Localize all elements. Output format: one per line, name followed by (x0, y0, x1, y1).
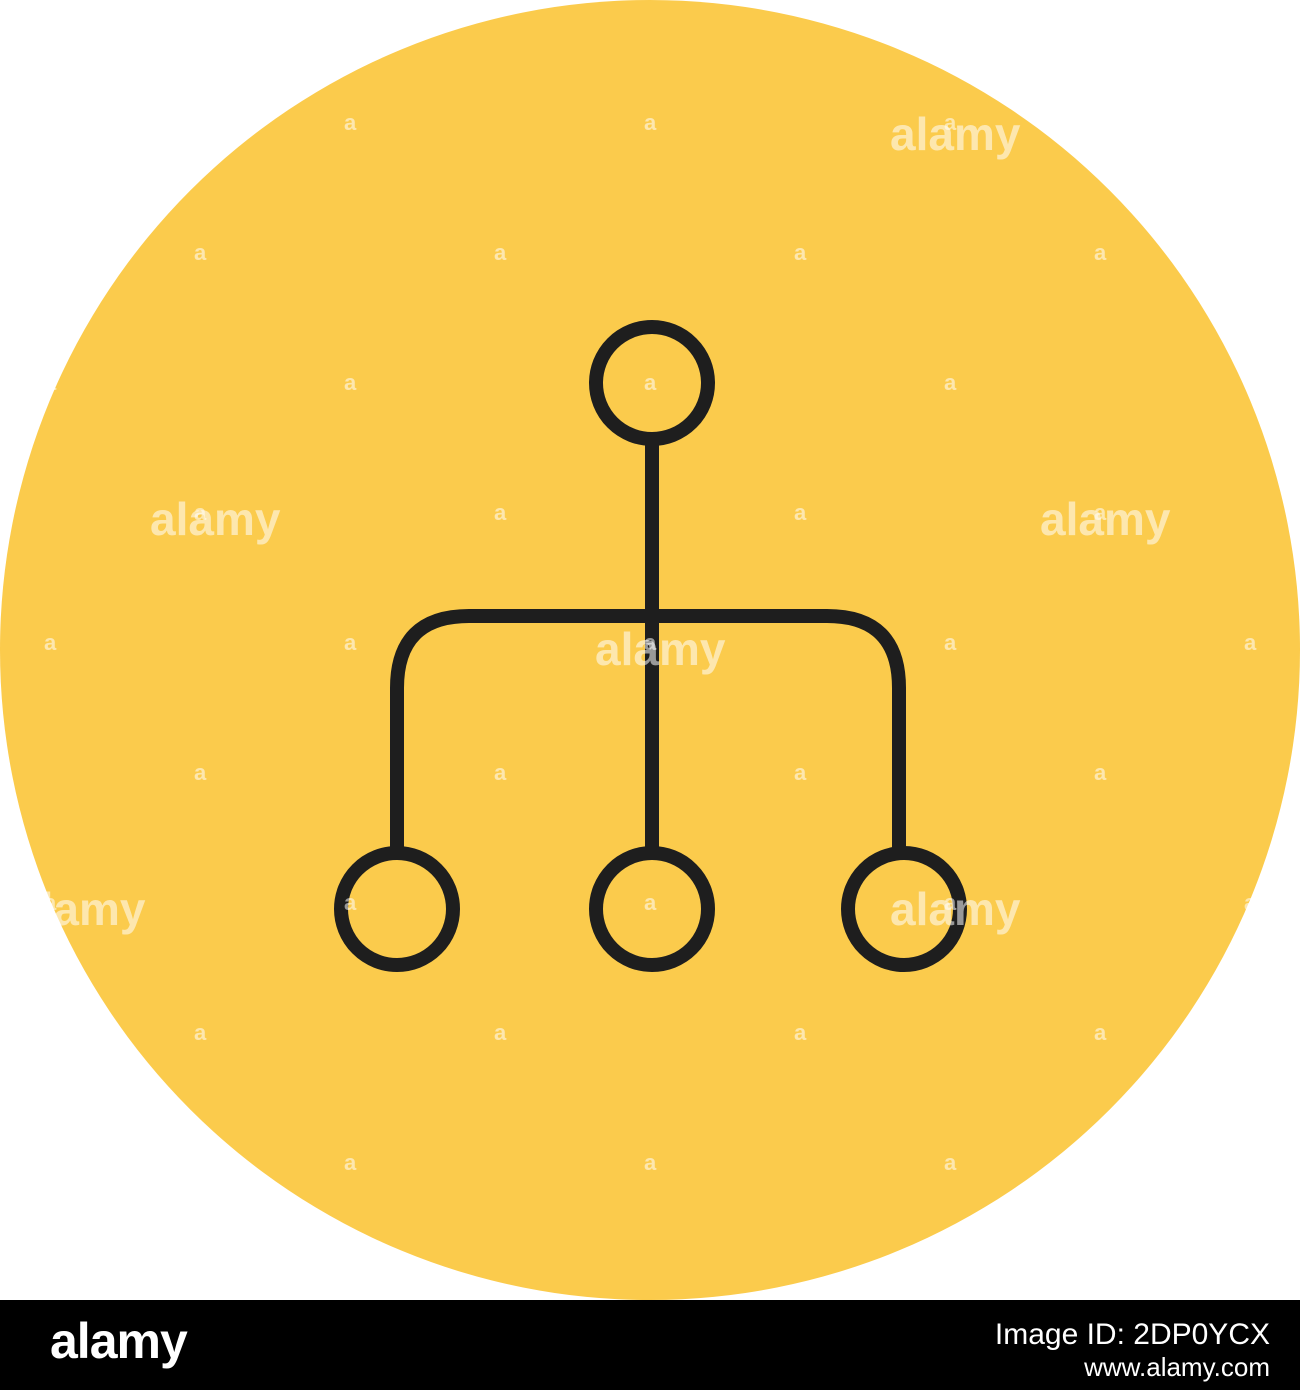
branch-bracket (390, 609, 906, 860)
hierarchy-icon (334, 320, 967, 972)
middle-node-icon (589, 846, 715, 972)
hierarchy-icon-artwork (0, 0, 1300, 1300)
alamy-logo: alamy (50, 1313, 188, 1369)
left-node-icon (334, 846, 460, 972)
watermark-footer-bar: alamy Image ID: 2DP0YCX www.alamy.com (0, 1300, 1300, 1390)
image-id-label: Image ID: 2DP0YCX (994, 1318, 1270, 1351)
right-node-icon (841, 846, 967, 972)
site-url-label: www.alamy.com (1084, 1352, 1270, 1382)
